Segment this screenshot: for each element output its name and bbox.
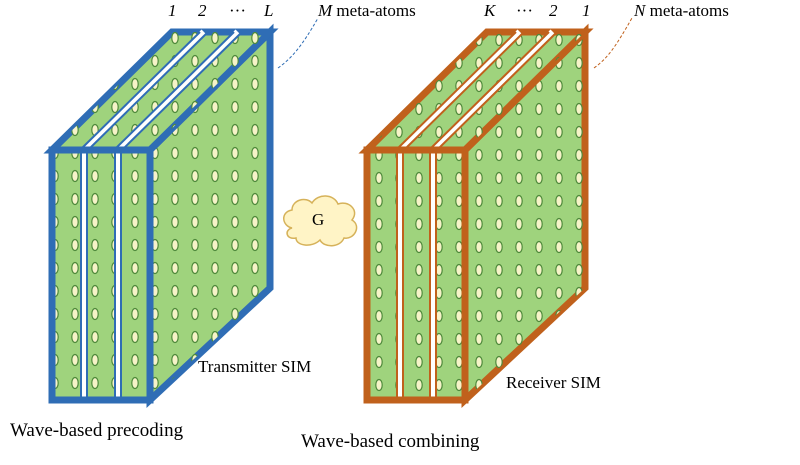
rx-layer-label-2: 2 bbox=[549, 1, 558, 20]
tx-layer-label-L: L bbox=[264, 1, 274, 20]
transmitter-atoms-text: meta-atoms bbox=[332, 1, 416, 20]
receiver-caption: Wave-based combining bbox=[301, 431, 480, 452]
transmitter-sim bbox=[43, 17, 319, 409]
tx-layer-label-2: 2 bbox=[198, 1, 207, 20]
tx-layer-label-1: 1 bbox=[168, 1, 177, 20]
transmitter-atoms-label: M meta-atoms bbox=[318, 2, 416, 19]
receiver-sim bbox=[358, 17, 633, 409]
transmitter-caption: Wave-based precoding bbox=[10, 420, 184, 441]
receiver-atoms-text: meta-atoms bbox=[645, 1, 729, 20]
transmitter-sim-label: Transmitter SIM bbox=[198, 357, 312, 376]
transmitter-atoms-symbol: M bbox=[318, 1, 333, 20]
rx-layer-label-K: K bbox=[484, 1, 496, 20]
channel-label: G bbox=[312, 210, 325, 229]
cloud-icon bbox=[283, 195, 358, 247]
receiver-sim-label: Receiver SIM bbox=[506, 373, 601, 392]
tx-layer-label-ellipsis: ··· bbox=[229, 1, 246, 20]
rx-layer-label-ellipsis: ··· bbox=[516, 1, 533, 20]
receiver-atoms-label: N meta-atoms bbox=[634, 2, 729, 19]
transmitter-atoms-leader bbox=[277, 17, 319, 69]
receiver-atoms-leader bbox=[593, 17, 633, 69]
receiver-atoms-symbol: N bbox=[634, 1, 646, 20]
rx-layer-label-1: 1 bbox=[582, 1, 591, 20]
